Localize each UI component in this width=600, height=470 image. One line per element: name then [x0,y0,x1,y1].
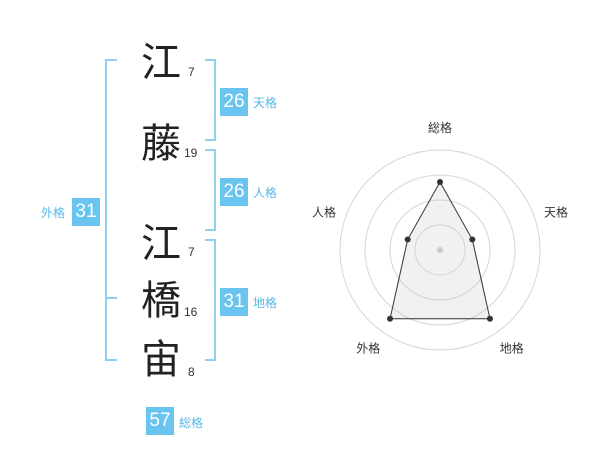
soukaku-label: 総格 [179,416,204,430]
tenkaku-bracket [205,59,216,141]
surname-char-1: 江 [141,40,181,86]
jinkaku-value: 26 [220,178,248,206]
soukaku-value: 57 [146,407,174,435]
surname-strokes-1: 7 [188,65,195,79]
radar-grid-ring-2 [389,199,491,301]
radar-grid-ring-3 [364,174,516,326]
given-strokes-3: 8 [188,365,195,379]
chikaku-label: 地格 [253,296,278,310]
radar-axis-label-1: 総格 [428,120,452,135]
jinkaku-bracket [205,149,216,231]
radar-point-1 [437,179,443,185]
radar-grid-ring-1 [414,224,466,276]
radar-axis-label-3: 地格 [500,341,524,356]
radar-point-4 [387,315,394,322]
radar-center-dot [437,247,443,253]
gaikaku-label: 外格 [41,206,66,220]
given-char-2: 橋 [141,278,181,324]
tenkaku-label: 天格 [253,96,278,110]
radar-axis-label-5: 人格 [312,204,336,219]
radar-point-2 [469,236,476,243]
given-char-3: 宙 [141,337,181,383]
radar-point-5 [404,236,411,243]
chikaku-bracket [205,239,216,361]
radar-axis-label-2: 天格 [544,204,568,219]
jinkaku-label: 人格 [253,186,278,200]
surname-char-2: 藤 [141,121,181,167]
given-char-1: 江 [141,221,181,267]
given-strokes-1: 7 [188,245,195,259]
radar-point-3 [486,315,493,322]
given-strokes-2: 16 [184,305,198,319]
tenkaku-value: 26 [220,88,248,116]
radar-grid-ring-4 [339,149,541,351]
surname-strokes-2: 19 [184,146,198,160]
gaikaku-bracket [105,59,117,361]
chikaku-value: 31 [220,288,248,316]
radar-axis-label-4: 外格 [356,341,380,356]
gaikaku-value: 31 [72,198,100,226]
